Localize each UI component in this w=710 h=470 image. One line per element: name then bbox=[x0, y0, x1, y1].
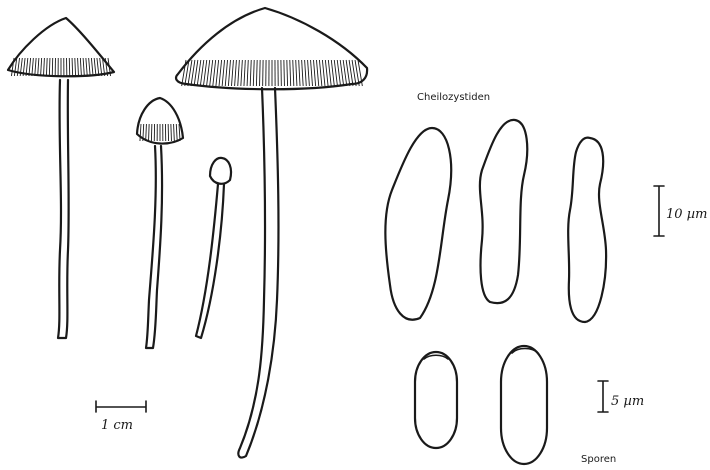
scale-bar-spores: 5 µm bbox=[598, 381, 644, 412]
fruitbody-2-stipe bbox=[146, 146, 162, 348]
fruitbody-4-gills bbox=[182, 60, 363, 86]
cheilocystidium-2 bbox=[480, 120, 527, 303]
fruitbody-3 bbox=[196, 158, 231, 338]
scale-label-fruitbody: 1 cm bbox=[101, 418, 133, 433]
scale-label-spores: 5 µm bbox=[611, 394, 644, 409]
scale-label-cystidia: 10 µm bbox=[666, 207, 707, 222]
spore-2 bbox=[501, 346, 547, 464]
cheilocystidium-1 bbox=[385, 128, 451, 320]
spore-1 bbox=[415, 352, 457, 448]
fruitbody-3-stipe bbox=[196, 184, 224, 338]
fruitbody-4-stipe bbox=[238, 88, 278, 458]
fruitbody-1 bbox=[8, 18, 114, 338]
scale-bar-fruitbody: 1 cm bbox=[96, 401, 146, 433]
fruitbody-4 bbox=[176, 8, 367, 458]
fruitbody-1-gills bbox=[11, 58, 110, 76]
cheilocystidium-3 bbox=[568, 138, 606, 322]
scale-bar-cystidia: 10 µm bbox=[654, 186, 707, 236]
fruitbody-1-stipe bbox=[58, 80, 69, 338]
fruitbody-3-cap bbox=[210, 158, 231, 184]
spores-label: Sporen bbox=[581, 454, 616, 465]
fruitbody-2 bbox=[137, 98, 183, 348]
fruitbody-2-gills bbox=[140, 124, 180, 141]
cheilocystidia-label: Cheilozystiden bbox=[417, 92, 490, 103]
spores-drawings bbox=[415, 346, 547, 464]
cheilocystidia-drawings bbox=[385, 120, 606, 322]
